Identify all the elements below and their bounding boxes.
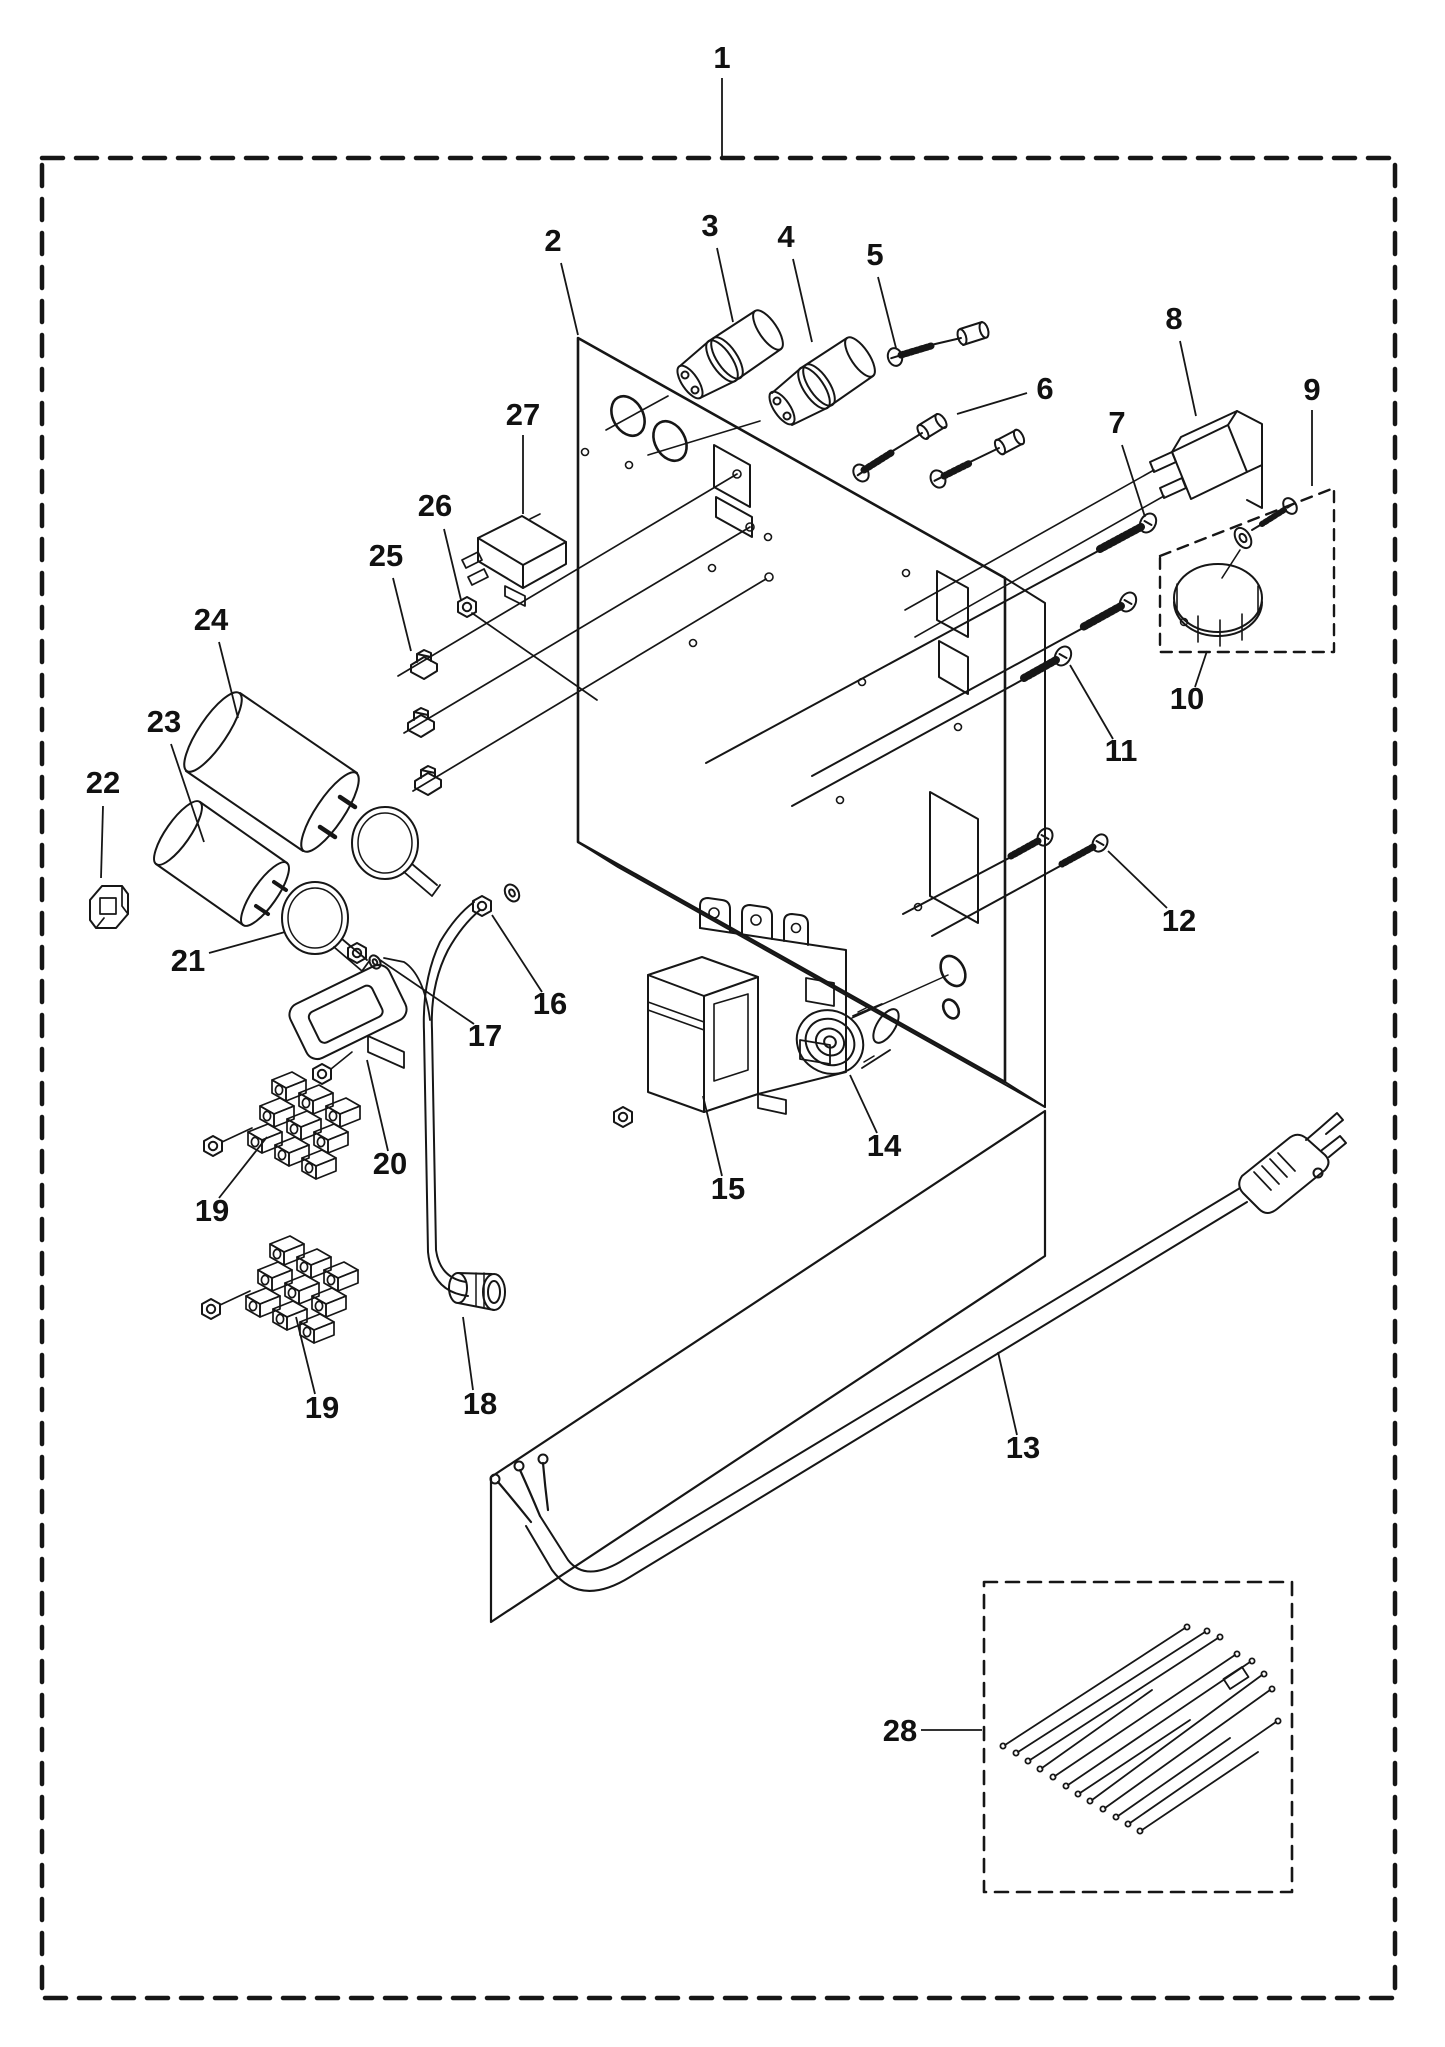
leader-8 xyxy=(1179,340,1197,417)
leader-3 xyxy=(716,247,734,323)
wire-clip-25 xyxy=(407,649,442,796)
callout-11: 11 xyxy=(1105,733,1138,768)
screw-6 xyxy=(852,413,948,483)
leader-7 xyxy=(1121,444,1146,518)
callout-21: 21 xyxy=(171,943,205,978)
clamp-kit-box xyxy=(1158,486,1336,654)
callout-5: 5 xyxy=(866,237,883,272)
leader-10 xyxy=(1194,650,1208,688)
callout-leaders xyxy=(100,78,1313,1731)
leader-20 xyxy=(366,1059,389,1152)
callout-20: 20 xyxy=(373,1146,407,1181)
wire-kit-box xyxy=(982,1580,1294,1894)
cable-tie-21b xyxy=(281,881,371,972)
leader-11 xyxy=(1069,664,1114,740)
wire-kit-wires xyxy=(999,1623,1282,1835)
leader-25 xyxy=(392,577,412,652)
leader-26 xyxy=(443,528,462,601)
leader-4 xyxy=(792,258,813,343)
callout-10: 10 xyxy=(1170,681,1204,716)
leader-19a xyxy=(218,1136,268,1199)
callout-13: 13 xyxy=(1006,1430,1040,1465)
callout-4: 4 xyxy=(777,219,795,254)
cord-routing-sheet xyxy=(489,1109,1047,1624)
callout-labels: 1 2 3 4 5 6 7 8 9 10 11 12 13 14 15 16 1… xyxy=(86,40,1321,1748)
callout-18: 18 xyxy=(463,1386,497,1421)
callout-25: 25 xyxy=(369,538,403,573)
power-cord xyxy=(489,1112,1347,1592)
callout-12: 12 xyxy=(1162,903,1196,938)
leader-19b xyxy=(295,1316,316,1395)
callout-16: 16 xyxy=(533,986,567,1021)
cable-clamp-22 xyxy=(89,885,129,929)
mounting-wires xyxy=(397,473,767,792)
callout-26: 26 xyxy=(418,488,452,523)
leader-17 xyxy=(379,959,475,1025)
washer-16 xyxy=(472,883,521,917)
leader-5 xyxy=(877,276,897,349)
callout-1: 1 xyxy=(713,40,730,75)
callout-23: 23 xyxy=(147,704,181,739)
callout-24: 24 xyxy=(194,602,229,637)
screw-7 xyxy=(705,512,1158,764)
callout-19a: 19 xyxy=(195,1193,229,1228)
relay-27 xyxy=(461,513,567,607)
screw-5 xyxy=(886,321,990,367)
leader-21 xyxy=(208,931,286,954)
leader-13 xyxy=(997,1351,1018,1436)
callout-14: 14 xyxy=(867,1128,902,1163)
capacitor-24 xyxy=(183,691,360,853)
leader-18 xyxy=(462,1316,474,1391)
callout-22: 22 xyxy=(86,765,120,800)
callout-6: 6 xyxy=(1036,371,1053,406)
screw-11b xyxy=(791,645,1073,807)
leader-16 xyxy=(491,914,543,993)
leader-24 xyxy=(218,641,239,719)
terminal-block-19a xyxy=(203,1071,361,1180)
transformer-15 xyxy=(613,897,847,1128)
screw-with-spacer xyxy=(929,428,1026,489)
screw-12b xyxy=(902,827,1054,915)
callout-28: 28 xyxy=(883,1713,917,1748)
toggle-switch-4 xyxy=(768,336,876,426)
rocker-switch-8 xyxy=(904,410,1263,638)
leader-14 xyxy=(849,1074,878,1134)
toggle-switch-3 xyxy=(676,309,784,400)
leader-2 xyxy=(560,262,579,336)
cable-tie-21a xyxy=(351,806,441,897)
screw-12a xyxy=(931,833,1109,937)
harness-cable-18 xyxy=(383,901,506,1311)
leader-23 xyxy=(170,743,205,843)
callout-8: 8 xyxy=(1165,301,1182,336)
callout-2: 2 xyxy=(544,223,561,258)
power-plug xyxy=(1238,1112,1347,1214)
leader-15 xyxy=(702,1095,723,1177)
callout-9: 9 xyxy=(1303,372,1320,407)
bracket-20 xyxy=(288,963,408,1085)
callout-15: 15 xyxy=(711,1171,745,1206)
callout-7: 7 xyxy=(1108,405,1125,440)
capacitor-23 xyxy=(153,800,290,927)
leader-6 xyxy=(956,392,1028,415)
screw-11a xyxy=(811,591,1138,777)
cable-clamp-10 xyxy=(1173,563,1263,647)
cable-connector-18 xyxy=(448,1272,506,1311)
callout-3: 3 xyxy=(701,208,718,243)
callout-17: 17 xyxy=(468,1018,502,1053)
callout-27: 27 xyxy=(506,397,540,432)
leader-12 xyxy=(1107,850,1168,909)
leader-22 xyxy=(100,805,104,879)
terminal-block-19b xyxy=(201,1235,359,1344)
callout-19b: 19 xyxy=(305,1390,339,1425)
